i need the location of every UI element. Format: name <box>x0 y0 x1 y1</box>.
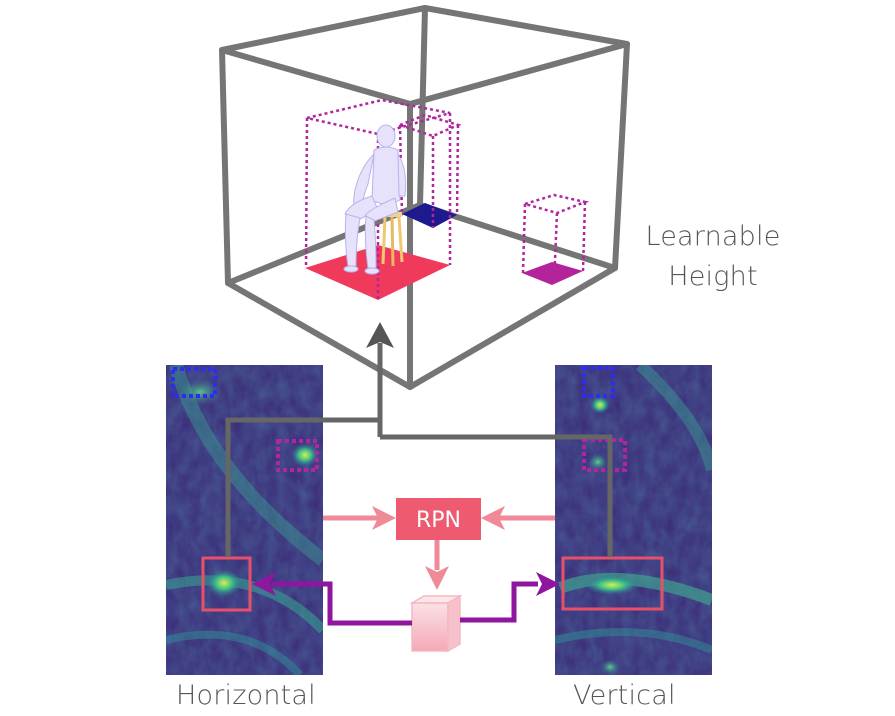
label-height: Height <box>668 261 758 292</box>
dotted-box-blue-vertical <box>582 366 615 398</box>
heatmap-horizontal <box>166 365 323 675</box>
dotted-box-magenta-vertical <box>582 438 627 472</box>
label-vertical: Vertical <box>573 680 676 711</box>
dotted-3d-box-magenta <box>520 193 590 285</box>
dotted-box-blue-horizontal <box>171 367 217 398</box>
purple-arrow-head-left <box>252 572 276 596</box>
purple-flow-lines <box>272 581 538 626</box>
dotted-box-magenta-horizontal <box>276 439 319 472</box>
rpn-arrows <box>323 506 555 590</box>
rpn-label: RPN <box>416 508 461 533</box>
label-horizontal: Horizontal <box>176 680 316 711</box>
label-learnable-height: Learnable Height <box>643 217 783 297</box>
purple-arrow-head-right <box>536 572 560 596</box>
label-learnable: Learnable <box>645 221 781 252</box>
gray-flow-lines <box>225 343 613 557</box>
floor-box-navy <box>402 203 457 228</box>
seated-person-icon <box>343 124 407 275</box>
anchor-cube-icon <box>409 594 463 653</box>
detection-box-horizontal <box>201 556 252 612</box>
detection-box-vertical <box>561 556 664 611</box>
gray-arrow-head-up <box>366 322 394 348</box>
rpn-box <box>396 498 481 540</box>
heatmap-vertical <box>555 365 712 675</box>
floor-box-magenta <box>522 262 583 285</box>
